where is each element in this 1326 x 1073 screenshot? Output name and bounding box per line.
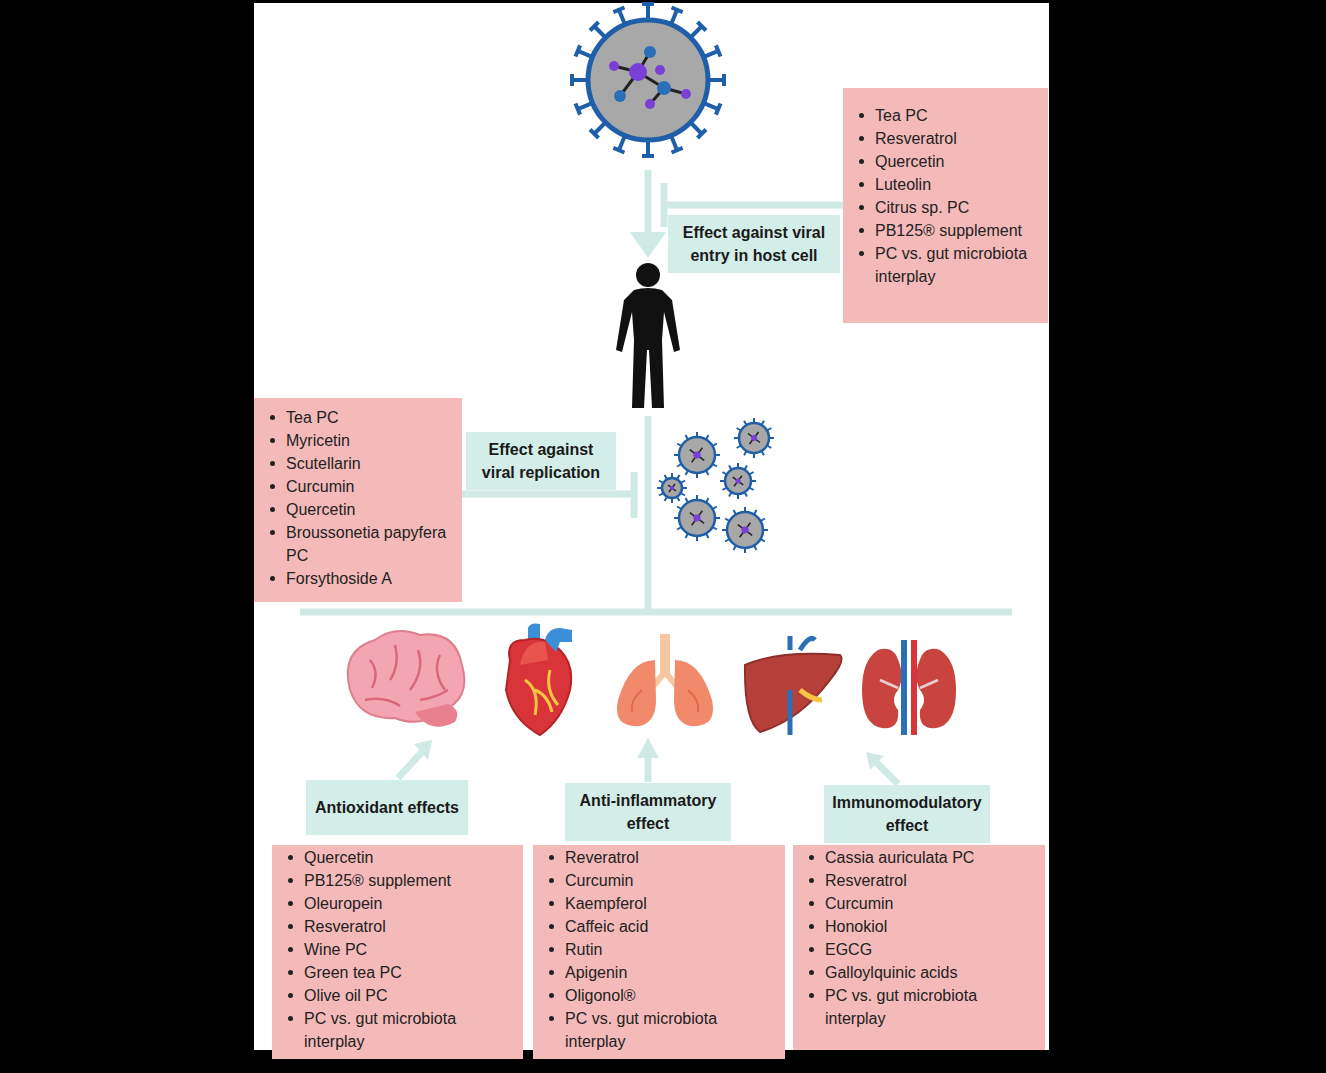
list-item: Apigenin — [539, 961, 779, 984]
list-item: Resveratrol — [849, 127, 1042, 150]
list-item: Green tea PC — [278, 961, 517, 984]
list-item: Cassia auriculata PC — [799, 846, 1039, 869]
label-text: Antioxidant effects — [312, 796, 462, 819]
virus-particles — [657, 418, 774, 553]
list-item: PB125® supplement — [849, 219, 1042, 242]
list-item: Quercetin — [849, 150, 1042, 173]
effect-label: Immunomodulatory effect — [824, 785, 990, 843]
list-item: Oleuropein — [278, 892, 517, 915]
list-item: PC vs. gut microbiota interplay — [539, 1007, 779, 1053]
list-item: Quercetin — [278, 846, 517, 869]
list-item: Quercetin — [260, 498, 456, 521]
list-item: Forsythoside A — [260, 567, 456, 590]
list-item: Caffeic acid — [539, 915, 779, 938]
list-item: Tea PC — [260, 406, 456, 429]
list-item: Rutin — [539, 938, 779, 961]
list-item: Tea PC — [849, 104, 1042, 127]
list-item: EGCG — [799, 938, 1039, 961]
list-item: Luteolin — [849, 173, 1042, 196]
compound-list: Tea PCMyricetinScutellarinCurcuminQuerce… — [254, 398, 462, 602]
compound-list: ReveratrolCurcuminKaempferolCaffeic acid… — [533, 845, 785, 1059]
list-item: Resveratrol — [278, 915, 517, 938]
human-silhouette — [616, 263, 680, 408]
list-item: Broussonetia papyfera PC — [260, 521, 456, 567]
list-item: Curcumin — [539, 869, 779, 892]
label-text: Effect against viral replication — [472, 438, 610, 484]
compound-list: QuercetinPB125® supplementOleuropeinResv… — [272, 845, 523, 1059]
list-item: Olive oil PC — [278, 984, 517, 1007]
compound-list: Cassia auriculata PCResveratrolCurcuminH… — [793, 845, 1045, 1050]
effect-label: Anti-inflammatory effect — [565, 783, 731, 841]
list-item: Curcumin — [799, 892, 1039, 915]
effect-label: Effect against viral entry in host cell — [668, 215, 840, 273]
list-item: Curcumin — [260, 475, 456, 498]
list-item: Scutellarin — [260, 452, 456, 475]
list-item: PC vs. gut microbiota interplay — [799, 984, 1039, 1030]
list-item: Kaempferol — [539, 892, 779, 915]
liver-icon — [745, 636, 842, 735]
lungs-icon — [617, 634, 713, 726]
effect-label: Antioxidant effects — [306, 780, 468, 835]
label-text: Anti-inflammatory effect — [571, 789, 725, 835]
list-item: Oligonol® — [539, 984, 779, 1007]
list-item: Myricetin — [260, 429, 456, 452]
arrow-heads — [414, 232, 884, 770]
list-item: PC vs. gut microbiota interplay — [278, 1007, 517, 1053]
list-item: Wine PC — [278, 938, 517, 961]
list-item: Resveratrol — [799, 869, 1039, 892]
effect-label: Effect against viral replication — [466, 432, 616, 490]
label-text: Immunomodulatory effect — [830, 791, 984, 837]
brain-icon — [348, 631, 465, 727]
list-item: Reveratrol — [539, 846, 779, 869]
kidneys-icon — [862, 640, 956, 735]
heart-icon — [506, 624, 572, 736]
virus-spikes — [572, 4, 724, 156]
list-item: PB125® supplement — [278, 869, 517, 892]
list-item: PC vs. gut microbiota interplay — [849, 242, 1042, 288]
label-text: Effect against viral entry in host cell — [674, 221, 834, 267]
list-item: Honokiol — [799, 915, 1039, 938]
compound-list: Tea PCResveratrolQuercetinLuteolinCitrus… — [843, 88, 1048, 323]
list-item: Galloylquinic acids — [799, 961, 1039, 984]
virus-icon — [572, 4, 724, 156]
list-item: Citrus sp. PC — [849, 196, 1042, 219]
